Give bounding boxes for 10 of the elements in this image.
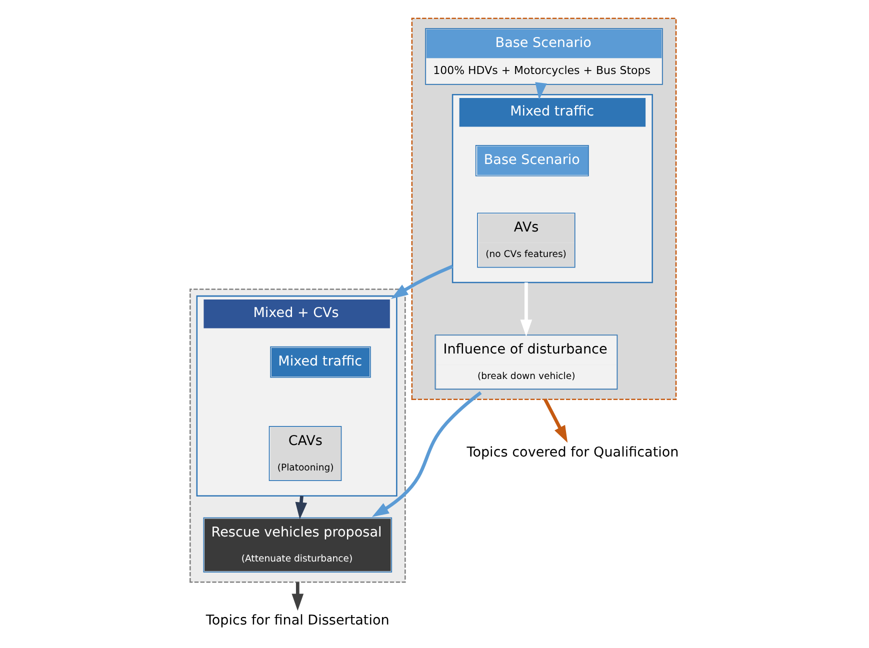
node-text: Topics covered for Qualification (466, 444, 678, 461)
arrow (520, 282, 532, 337)
arrow (534, 82, 546, 100)
arrow (371, 391, 482, 518)
arrow (543, 398, 568, 443)
node-text: Topics for final Dissertation (205, 612, 389, 628)
arrow (390, 264, 453, 299)
cluster (410, 18, 676, 400)
cluster (189, 288, 406, 583)
arrow (291, 582, 304, 611)
